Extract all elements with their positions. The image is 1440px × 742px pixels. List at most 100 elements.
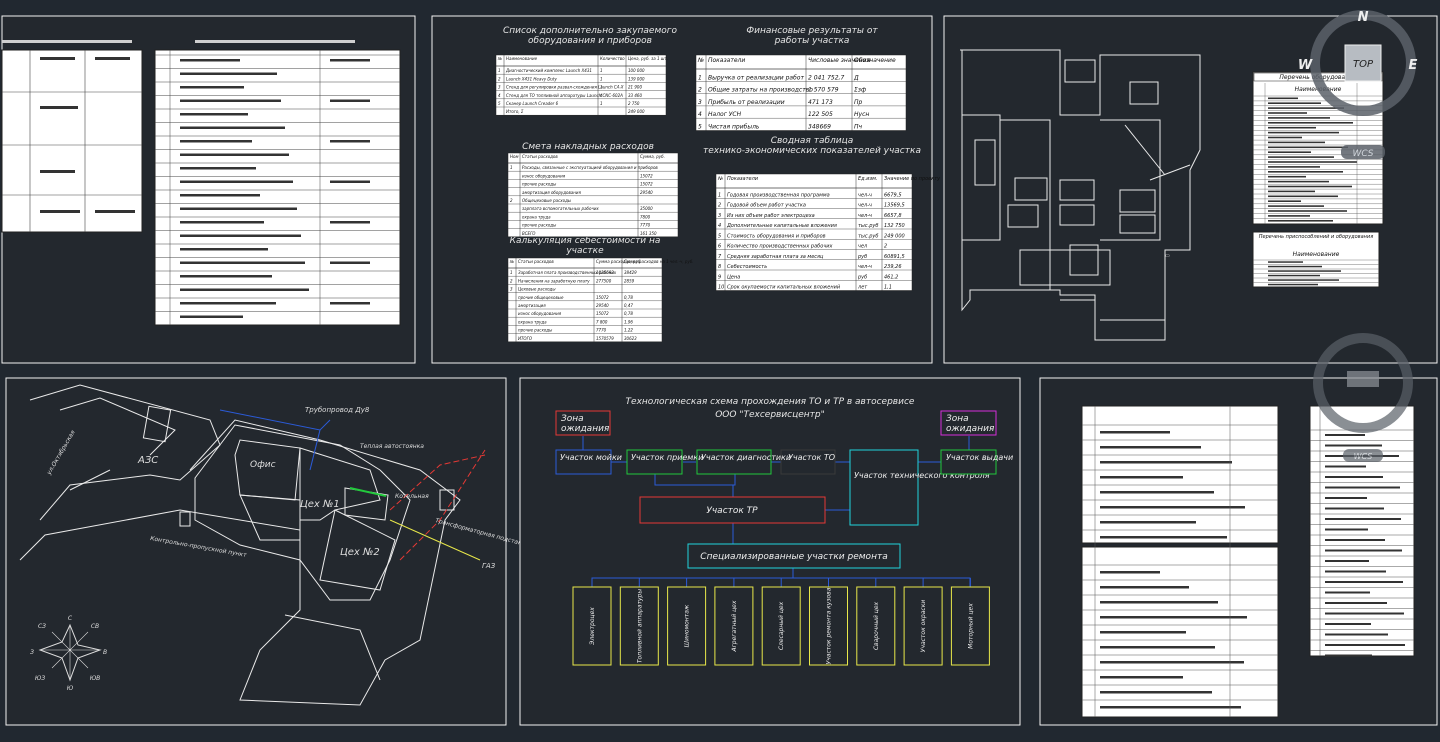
table-cell: Заработная плата производственных рабочи… [518,270,617,275]
table-cell: 2 [884,244,887,250]
table-cell: 1 [498,68,501,73]
sheet-site-plan: Трубопровод Ду8 Теплая автостоянка АЗС О… [5,377,534,726]
table-cell: 15072 [640,182,653,187]
table-cell: 6679,5 [884,192,902,198]
repair-section-box [714,586,754,666]
table-cell: 1 [600,76,603,81]
table-cell: Количество [600,56,625,61]
table-cell: 7800 [640,214,651,219]
table-cell: лет [857,285,868,291]
table-cell: Нусн [854,111,869,118]
table-cell: охрана труда [522,214,551,219]
table-cell: Значение по проекту [884,176,941,182]
table-cell: 0,47 [624,303,633,308]
table-cell: 4 [600,93,603,98]
issue-box [940,449,997,475]
floor-plan-walls [960,49,1201,341]
table-cell: 0,78 [624,311,633,316]
table-cell: 1 570 579 [808,87,839,94]
table-cell: 2 [510,198,513,203]
wash-label: Участок мойки [560,453,622,462]
room-label: ▭ [1165,253,1170,259]
compass-label: З [30,649,34,656]
fixtures-list-title: Перечень приспособлений и оборудования [1259,234,1373,240]
table-cell: 29540 [640,190,653,195]
repair-section-label: Участок ремонта кузова [826,587,833,664]
viewcube[interactable]: TOP N W E WCS [1298,10,1418,159]
repair-section-box [903,586,943,666]
table-cell: чел-ч [858,213,872,219]
table-cell: 2 041 752,7 [808,74,844,81]
repair-section-box [761,586,801,666]
parking-label: Теплая автостоянка [360,443,424,450]
wcs-ghost-label: WCS [1354,452,1373,461]
repair-section-box [572,586,612,666]
compass-label: Ю [67,685,74,692]
repair-section-label: Агрегатный цех [731,600,738,652]
table-cell: руб [857,274,867,280]
pipeline-label: Трубопровод Ду8 [305,406,370,414]
viewcube-top-label[interactable]: TOP [1353,59,1374,70]
table-cell: зарплата вспомогательных рабочих [522,206,599,211]
wcs-button[interactable]: WCS [1352,149,1373,159]
office-label: Офис [250,460,276,470]
table-cell: 1 [510,270,513,275]
table-cell: 1 [698,74,702,81]
boiler-label: Котельная [395,493,429,500]
table-cell: Сканер Launch Creader 6 [506,101,559,106]
table-cell: 15072 [596,311,609,316]
table-cell: № [497,56,502,61]
sheet-flow-chart: Технологическая схема прохождения ТО и Т… [519,377,1021,726]
table-cell: Ном [510,154,518,159]
table-cell: Цена [727,274,740,280]
table-cell: Стенд для регулировки развал-схождения L… [506,85,624,90]
reception-box [626,449,683,475]
table-cell: Стенд для ТО топливной аппаратуры Launch… [506,93,623,98]
waiting-zone-left [555,410,611,436]
table-cell: Launch X431 Heavy Duty [506,76,558,81]
table-cell: Статьи расходов [518,259,554,264]
diagnostics-label: Участок диагностики [701,453,791,462]
table-cell: 4 [698,111,702,118]
table-cell: 7770 [596,328,607,333]
table-cell: 3 [498,85,501,90]
table-cell: 2859 [624,278,635,283]
tr-label: Участок ТР [706,506,758,516]
viewcube-west[interactable]: W [1298,58,1313,73]
table-cell: 1 [600,101,603,106]
diagnostics-box [696,449,772,475]
table-cell: чел-ч [858,192,872,198]
table-cell: 10 [718,285,724,291]
issue-label: Участок выдачи [946,453,1013,462]
table-cell: 4 [498,93,501,98]
table-cell: ВСЕГО [522,231,535,236]
table-cell: 1,96 [624,319,633,324]
viewcube-north[interactable]: N [1358,10,1369,25]
shop1-label: Цех №1 [300,499,340,510]
repair-section-label: Слесарный цех [778,601,785,650]
table-cell: 1 [510,165,513,170]
table-cell: 3 [510,287,513,292]
table-cell: № [697,57,704,64]
repair-section-label: Моторный цех [967,603,974,649]
flow-title: Технологическая схема прохождения ТО и Т… [626,397,915,407]
table-cell: прочие расходы [522,223,556,228]
table-cell: 35000 [640,206,653,211]
table-cell: 1 [600,85,603,90]
table-cell: ИТОГО [518,336,532,341]
table-cell: Итого, Σ [506,109,524,114]
table-cell: Цеховые расходы [518,287,556,292]
table-cell: прочие расходы [518,328,552,333]
viewcube-east[interactable]: E [1409,58,1418,73]
gas-label: ГАЗ [482,562,496,570]
repair-section-label: Топливной аппаратуры [636,589,643,663]
table-cell: Выручка от реализации работ [708,74,804,81]
table-cell: прочие расходы [522,182,556,187]
